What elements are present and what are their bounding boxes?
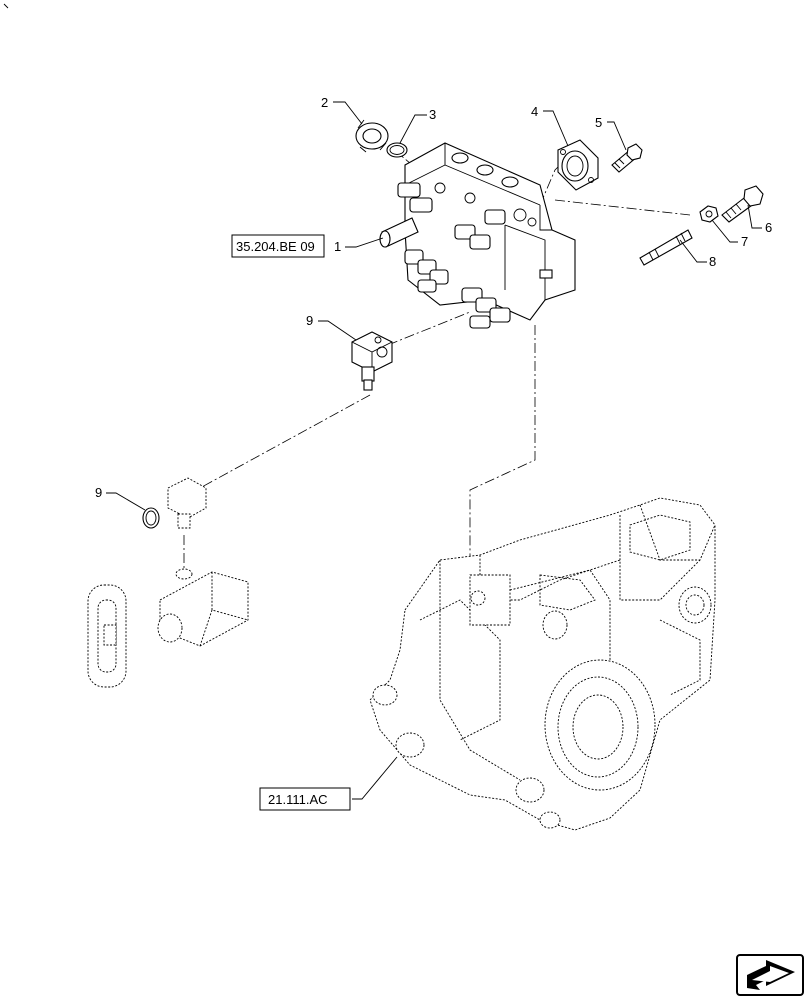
corner-mark [3, 3, 9, 9]
ref-box-valve[interactable]: 35.204.BE 09 [231, 234, 325, 258]
callout-6: 6 [765, 220, 772, 235]
leader-lines [106, 101, 762, 800]
callout-5: 5 [595, 115, 602, 130]
ref-valve-section[interactable]: 35.204.BE 09 [236, 239, 315, 254]
callout-3: 3 [429, 107, 436, 122]
callout-1: 1 [334, 239, 341, 254]
centerlines [183, 147, 691, 600]
ref-housing-section[interactable]: 21.111.AC [268, 792, 328, 807]
callout-8: 8 [709, 254, 716, 269]
callout-9-upper: 9 [306, 313, 313, 328]
callouts: 2 3 4 5 6 7 8 1 9 9 [95, 95, 772, 500]
part-4-flange [557, 139, 599, 191]
callout-4: 4 [531, 104, 538, 119]
lower-sensor-assembly [87, 477, 249, 688]
part-7-nut [699, 205, 719, 223]
part-3-oring [386, 142, 408, 158]
next-page-arrow-icon[interactable] [736, 954, 804, 996]
part-2-cap [355, 119, 389, 153]
part-1-control-valve [379, 142, 576, 329]
part-5-bolt [611, 143, 643, 173]
transmission-housing [369, 497, 716, 831]
callout-7: 7 [741, 234, 748, 249]
ref-box-housing[interactable]: 21.111.AC [259, 787, 351, 811]
callout-9-lower: 9 [95, 485, 102, 500]
callout-2: 2 [321, 95, 328, 110]
part-8-stud [639, 229, 693, 266]
part-9-lower-oring [142, 507, 160, 529]
part-6-bolt [721, 185, 764, 223]
part-9-upper-sensor [351, 331, 393, 391]
